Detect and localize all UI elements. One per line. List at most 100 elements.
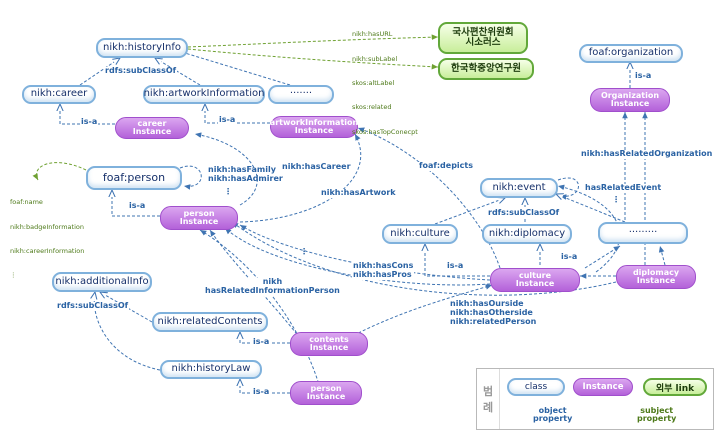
class-history-law[interactable]: nikh:historyLaw	[160, 360, 262, 379]
instance-culture-name: culture	[518, 270, 552, 280]
edge-foaf-depicts	[357, 127, 501, 269]
edge-artwork-subclassof	[155, 58, 201, 86]
edge-career-subclassof	[79, 58, 120, 86]
edge-contents-culture	[344, 284, 493, 341]
edge-ellipsis-event-subclassof	[556, 194, 626, 223]
label-isa-person: is-a	[128, 201, 147, 211]
edge-has-career	[194, 132, 258, 206]
instance-person-bottom-type: Instance	[306, 392, 346, 401]
subject-prop: skos:altLabel	[352, 79, 395, 87]
external-link-aks-label: 한국학중앙연구원	[451, 63, 521, 75]
class-history-info[interactable]: nikh:historyInfo	[96, 38, 188, 58]
class-additional-info[interactable]: nikh:additionalInfo	[52, 272, 152, 292]
label-has-ourside-otherside: nikh:hasOurside nikh:hasOtherside nikh:r…	[450, 299, 536, 326]
subject-prop: nikh:careerInformation	[10, 247, 85, 255]
external-link-thesaurus-line2: 시소러스	[465, 37, 501, 48]
external-link-thesaurus[interactable]: 국사편찬위원회 시소러스	[438, 22, 528, 54]
label-has-pros: nikh:hasPros	[353, 269, 412, 279]
instance-diplomacy[interactable]: diplomacy Instance	[616, 265, 696, 289]
subject-prop: skos:hasTopConecpt	[352, 127, 418, 136]
edge-contents-isa	[240, 332, 290, 344]
label-isa-career: is-a	[80, 117, 99, 127]
legend-class: class	[507, 378, 565, 396]
instance-organization[interactable]: Organization Instance	[590, 88, 670, 112]
label-has-cons-pros: nikh:hasCons nikh:hasPros	[352, 261, 415, 280]
instance-contents[interactable]: contents Instance	[290, 332, 368, 356]
class-foaf-organization[interactable]: foaf:organization	[579, 44, 683, 63]
class-ellipsis-event[interactable]: ·········	[598, 222, 688, 244]
legend-subject-word: subject	[640, 406, 674, 415]
edge-subject-person	[32, 162, 87, 181]
edge-dip-ellipsis	[658, 245, 666, 266]
edge-related-event	[557, 184, 621, 273]
label-has-related-organization: nikh:hasRelatedOrganization	[580, 149, 714, 159]
subject-prop: nikh:hasURL	[352, 30, 393, 39]
legend-subject-property-word: property	[637, 414, 677, 424]
instance-culture-type: Instance	[515, 279, 555, 288]
label-isa-artwork: is-a	[218, 115, 237, 125]
class-artwork-information[interactable]: nikh:artworkInformation	[143, 85, 265, 104]
instance-diplomacy-type: Instance	[636, 276, 676, 285]
legend-subject-property: subject property	[637, 406, 677, 424]
instance-culture[interactable]: culture Instance	[490, 268, 580, 292]
instance-organization-name: Organization	[600, 90, 660, 100]
legend-object-property-word: property	[533, 414, 573, 424]
class-nikh-event[interactable]: nikh:event	[480, 178, 558, 198]
label-subclassof-event: rdfs:subClassOf	[487, 208, 561, 218]
class-career[interactable]: nikh:career	[22, 85, 96, 104]
subject-prop: skos:related	[352, 103, 392, 112]
edge-person-bottom-isa	[240, 379, 290, 394]
label-has-admirer: nikh:hasAdmirer	[208, 173, 283, 183]
instance-contents-type: Instance	[309, 343, 349, 352]
label-isa-contents: is-a	[252, 337, 271, 347]
label-person-dots: ⋮	[224, 187, 232, 196]
label-isa-organization: is-a	[634, 71, 653, 81]
legend-object-word: object	[538, 406, 567, 415]
legend-title-2: 례	[482, 401, 494, 414]
label-has-family-admirer: nikh:hasFamily nikh:hasAdmirer	[208, 165, 283, 184]
instance-artwork[interactable]: artworkInformation Instance	[270, 116, 358, 138]
label-has-related-event: hasRelatedEvent	[584, 183, 663, 193]
legend-instance: Instance	[573, 378, 633, 396]
edge-culture-isa	[425, 244, 490, 277]
label-subclassof-top: rdfs:subClassOf	[104, 66, 178, 76]
instance-career[interactable]: career Instance	[115, 117, 189, 139]
edge-has-cons	[239, 224, 491, 281]
instance-person-bottom-name: person	[310, 383, 342, 393]
instance-person[interactable]: person Instance	[160, 206, 238, 230]
edge-artwork-isa	[205, 104, 270, 124]
subject-prop: nikh:subLabel	[352, 54, 398, 63]
class-nikh-diplomacy[interactable]: nikh:diplomacy	[482, 224, 572, 244]
external-link-thesaurus-line1: 국사편찬위원회	[452, 27, 514, 39]
instance-person-name: person	[183, 208, 215, 218]
label-isa-culture: is-a	[446, 261, 465, 271]
label-subclassof-additional: rdfs:subClassOf	[56, 301, 130, 311]
class-foaf-person[interactable]: foaf:person	[86, 166, 182, 190]
class-ellipsis-top[interactable]: ·······	[268, 85, 334, 104]
label-related-event-dots: ⋮	[612, 195, 620, 204]
edge-family-loop	[179, 165, 202, 190]
label-isa-diplomacy: is-a	[560, 252, 579, 262]
label-related-info-name: hasRelatedInformationPerson	[205, 285, 340, 295]
subject-props-history: nikh:hasURL nikh:subLabel skos:altLabel …	[352, 14, 418, 144]
edge-history-law-subclassof	[94, 292, 161, 371]
instance-career-type: Instance	[132, 127, 172, 136]
class-related-contents[interactable]: nikh:relatedContents	[152, 312, 268, 332]
edge-has-pros	[224, 227, 491, 286]
class-nikh-culture[interactable]: nikh:culture	[382, 224, 458, 244]
edge-subject-aks	[187, 48, 439, 70]
label-has-related-info-person: nikh hasRelatedInformationPerson	[204, 277, 341, 296]
instance-person-bottom[interactable]: person Instance	[290, 381, 362, 405]
edge-subject-thesaurus	[187, 34, 439, 48]
external-link-aks[interactable]: 한국학중앙연구원	[438, 58, 534, 80]
label-middle-dots: ⋮	[300, 247, 308, 256]
legend: 범 례 class Instance 외부 link object proper…	[476, 368, 714, 430]
edge-event-loop	[557, 177, 579, 200]
label-isa-person-bottom: is-a	[252, 387, 271, 397]
label-has-career: nikh:hasCareer	[281, 162, 352, 172]
instance-person-type: Instance	[179, 217, 219, 226]
subject-prop: nikh:badgeInformation	[10, 222, 84, 231]
legend-object-property: object property	[533, 406, 573, 424]
